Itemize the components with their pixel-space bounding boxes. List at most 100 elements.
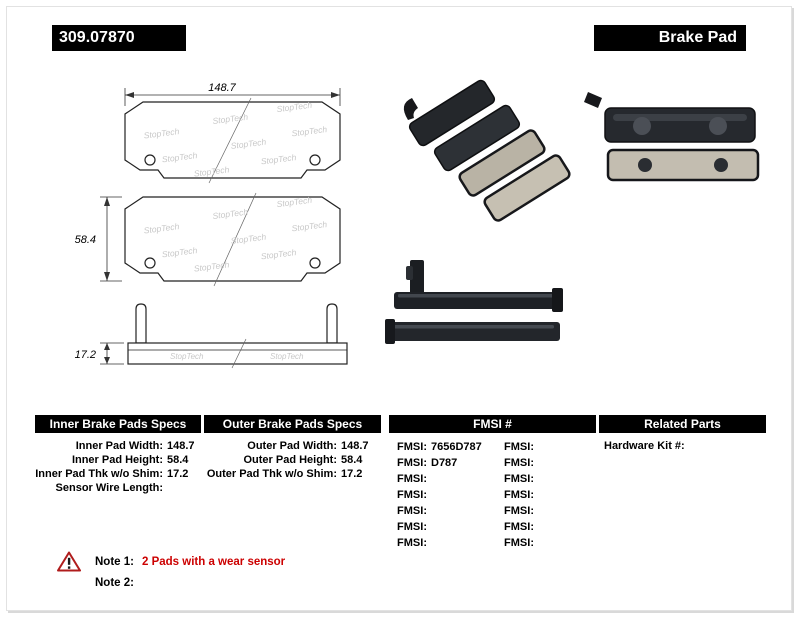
spec-label: FMSI: (504, 489, 534, 501)
photo-horizontal-pads (584, 92, 760, 182)
arrowhead-left (125, 92, 134, 98)
spec-value: 148.7 (167, 440, 195, 452)
fmsi-header: FMSI # (389, 415, 596, 433)
spec-label: FMSI: (397, 441, 427, 453)
table-row: Inner Pad Thk w/o Shim: 17.2 (35, 467, 201, 481)
spec-label: FMSI: (397, 537, 427, 549)
spec-value (427, 535, 431, 551)
svg-text:StopTech: StopTech (193, 259, 230, 273)
spec-label: FMSI: (504, 441, 534, 453)
notes-section: Note 1: 2 Pads with a wear sensor Note 2… (57, 551, 285, 589)
table-row: FMSI: (389, 471, 494, 487)
spec-value: 17.2 (341, 468, 363, 480)
spec-value (427, 503, 431, 519)
table-row: FMSI: (496, 471, 596, 487)
spec-value (534, 535, 538, 551)
spec-label: FMSI: (397, 521, 427, 533)
note1-text: 2 Pads with a wear sensor (141, 555, 286, 568)
svg-text:StopTech: StopTech (276, 100, 313, 114)
svg-text:StopTech: StopTech (260, 152, 297, 166)
spec-value (685, 439, 689, 453)
fmsi-table-left: FMSI: 7656D787 FMSI: D787 FMSI: FMSI: FM… (389, 439, 494, 551)
spec-value (534, 487, 538, 503)
section-line-side (231, 338, 247, 369)
spec-label: FMSI: (397, 505, 427, 517)
fmsi-table-right: FMSI: FMSI: FMSI: FMSI: FMSI: FMSI: FMSI… (496, 439, 596, 551)
spec-label: Inner Pad Thk w/o Shim: (35, 468, 163, 480)
pad-front-view-middle (124, 196, 341, 282)
arrowhead-right (331, 92, 340, 98)
spec-label: Inner Pad Height: (71, 454, 163, 466)
spec-value: 17.2 (167, 468, 189, 480)
spec-label: Inner Pad Width: (75, 440, 163, 452)
svg-text:StopTech: StopTech (143, 221, 180, 235)
watermark-middle: StopTech StopTech StopTech StopTech Stop… (143, 195, 328, 274)
part-number-bar: 309.07870 (52, 25, 186, 51)
product-title-bar: Brake Pad (594, 25, 746, 51)
spec-label: FMSI: (504, 457, 534, 469)
svg-text:StopTech: StopTech (161, 245, 198, 259)
table-row: Outer Pad Width: 148.7 (204, 439, 381, 453)
spec-value: D787 (431, 457, 458, 469)
svg-text:StopTech: StopTech (170, 352, 204, 361)
related-parts-table: Hardware Kit #: (601, 439, 766, 453)
section-line-middle (213, 192, 257, 287)
spec-label: FMSI: (397, 489, 427, 501)
watermark-top: StopTech StopTech StopTech StopTech Stop… (143, 100, 328, 179)
page-frame (6, 6, 792, 611)
note2-row: Note 2: (95, 577, 285, 589)
table-row: Outer Pad Height: 58.4 (204, 453, 381, 467)
inner-specs-header: Inner Brake Pads Specs (35, 415, 201, 433)
spec-value (534, 503, 538, 519)
table-row: FMSI: (389, 487, 494, 503)
spec-value: 58.4 (167, 454, 189, 466)
wear-sensor-tab (410, 260, 424, 296)
svg-text:StopTech: StopTech (260, 247, 297, 261)
spec-label: FMSI: (504, 505, 534, 517)
section-line-top (208, 97, 252, 184)
dim-height-label: 58.4 (75, 234, 96, 246)
technical-drawing: 148.7 StopTech StopTech StopTech StopTec… (75, 82, 348, 369)
spec-label: FMSI: (504, 473, 534, 485)
arrowhead-thk-down (104, 357, 110, 364)
arrowhead-thk-up (104, 343, 110, 350)
table-row: FMSI: (389, 519, 494, 535)
table-row: Hardware Kit #: (601, 439, 766, 453)
pad-front-view-top (124, 101, 341, 179)
table-row: FMSI: (496, 519, 596, 535)
spec-label: Outer Pad Thk w/o Shim: (206, 468, 337, 480)
wear-sensor-wire (403, 98, 418, 120)
spec-label: FMSI: (397, 473, 427, 485)
wear-sensor-clip (584, 92, 602, 108)
product-title: Brake Pad (658, 29, 737, 46)
table-row: FMSI: (496, 535, 596, 551)
svg-text:StopTech: StopTech (212, 207, 249, 221)
spec-value (534, 455, 538, 471)
svg-text:StopTech: StopTech (270, 352, 304, 361)
table-row: FMSI: D787 (389, 455, 494, 471)
arrowhead-down (104, 272, 110, 281)
svg-text:StopTech: StopTech (230, 232, 267, 246)
photo-angled-pads (403, 79, 571, 222)
photo-edge-view-pads (385, 260, 563, 344)
spec-label: Sensor Wire Length: (55, 482, 163, 494)
svg-text:StopTech: StopTech (193, 164, 230, 178)
spec-label: FMSI: (504, 521, 534, 533)
table-row: FMSI: (496, 439, 596, 455)
dim-thickness-label: 17.2 (75, 349, 96, 361)
spec-value (427, 487, 431, 503)
table-row: Sensor Wire Length: (35, 481, 201, 495)
spec-value (427, 519, 431, 535)
warning-icon (57, 551, 81, 572)
spec-value: 58.4 (341, 454, 363, 466)
spec-label: Hardware Kit #: (604, 440, 685, 452)
spec-label: FMSI: (504, 537, 534, 549)
dimension-height (100, 196, 122, 282)
dimension-width (124, 88, 341, 106)
note1-row: Note 1: 2 Pads with a wear sensor (57, 551, 285, 572)
svg-text:StopTech: StopTech (230, 137, 267, 151)
table-row: Outer Pad Thk w/o Shim: 17.2 (204, 467, 381, 481)
table-row: Inner Pad Width: 148.7 (35, 439, 201, 453)
watermark-side: StopTech StopTech (170, 352, 304, 361)
inner-specs-table: Inner Pad Width: 148.7 Inner Pad Height:… (35, 439, 201, 495)
